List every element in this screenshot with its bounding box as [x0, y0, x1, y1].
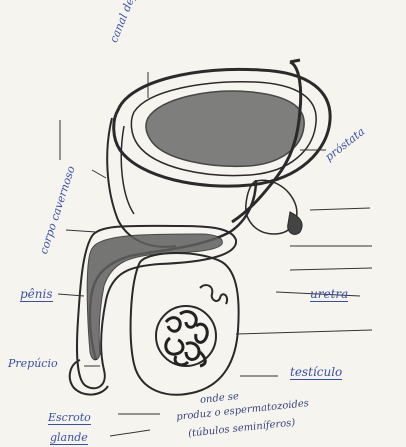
label-penis: pênis	[20, 288, 53, 302]
vas-deferens-top	[290, 60, 300, 62]
label-prepucio: Prepúcio	[8, 358, 58, 369]
label-testiculo: testículo	[290, 366, 342, 380]
label-uretra: uretra	[310, 288, 348, 302]
label-escroto: Escroto	[48, 412, 91, 425]
epididymis-ducts	[200, 285, 227, 304]
bladder-shaded-core	[146, 91, 304, 166]
scrotum-outline	[131, 253, 239, 395]
seminiferous-tubules	[166, 312, 208, 366]
seminal-vesicle	[288, 212, 302, 234]
urethra-path	[90, 180, 256, 360]
label-glande: glande	[50, 432, 88, 445]
vessel-left-inner	[121, 126, 134, 214]
